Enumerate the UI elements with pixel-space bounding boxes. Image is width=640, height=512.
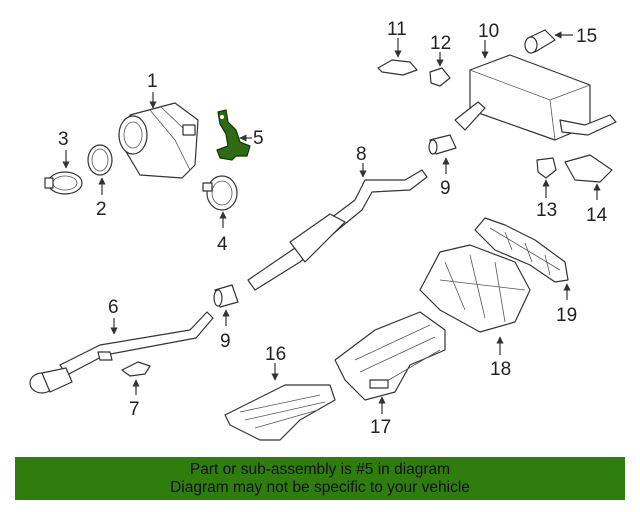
callout-8: 8: [356, 144, 367, 165]
callout-3: 3: [58, 129, 69, 150]
callout-18: 18: [490, 359, 511, 380]
part-9-clamp-upper[interactable]: [428, 134, 457, 174]
part-15-tail-tip[interactable]: [524, 29, 573, 54]
callout-9b: 9: [220, 331, 231, 352]
part-11-bracket[interactable]: [377, 38, 418, 76]
callout-19: 19: [556, 305, 577, 326]
callout-14: 14: [586, 205, 608, 226]
part-14-shield-bracket[interactable]: [564, 154, 613, 200]
callout-5: 5: [253, 128, 264, 149]
part-17-heat-shield[interactable]: [334, 311, 446, 414]
part-2-gasket[interactable]: [87, 144, 113, 195]
part-1-catalytic-converter[interactable]: [118, 92, 199, 179]
exhaust-parts-diagram: 1 2 3 4 5 6 7: [29, 19, 617, 441]
part-3-clamp[interactable]: [44, 150, 83, 195]
banner-line-2: Diagram may not be specific to your vehi…: [170, 479, 470, 496]
banner-line-1: Part or sub-assembly is #5 in diagram: [189, 461, 451, 478]
callout-2: 2: [96, 199, 107, 220]
part-18-heat-shield[interactable]: [419, 244, 531, 355]
part-13-mount[interactable]: [536, 157, 557, 198]
part-12-hanger[interactable]: [429, 52, 451, 87]
part-6-front-pipe[interactable]: [29, 311, 214, 394]
callout-6: 6: [108, 297, 119, 318]
part-19-heat-shield[interactable]: [474, 217, 571, 300]
callout-13: 13: [536, 200, 557, 221]
callout-17: 17: [370, 417, 391, 438]
part-4-clamp[interactable]: [202, 175, 238, 228]
callout-7: 7: [129, 399, 140, 420]
callout-16: 16: [265, 344, 286, 365]
callout-11: 11: [387, 19, 407, 40]
part-16-heat-shield[interactable]: [224, 363, 336, 441]
callout-1: 1: [147, 71, 158, 92]
part-7-hanger[interactable]: [121, 361, 151, 395]
part-8-intermediate-pipe[interactable]: [247, 163, 428, 291]
part-9-clamp-lower[interactable]: [213, 284, 239, 326]
callout-10: 10: [478, 21, 499, 42]
callout-15: 15: [576, 26, 597, 47]
part-10-muffler[interactable]: [454, 40, 617, 141]
part-5-bracket-highlighted[interactable]: [216, 109, 252, 161]
notice-banner: Part or sub-assembly is #5 in diagram Di…: [15, 457, 625, 500]
callout-12: 12: [430, 33, 451, 54]
callout-9a: 9: [440, 178, 451, 199]
callout-4: 4: [217, 234, 228, 255]
